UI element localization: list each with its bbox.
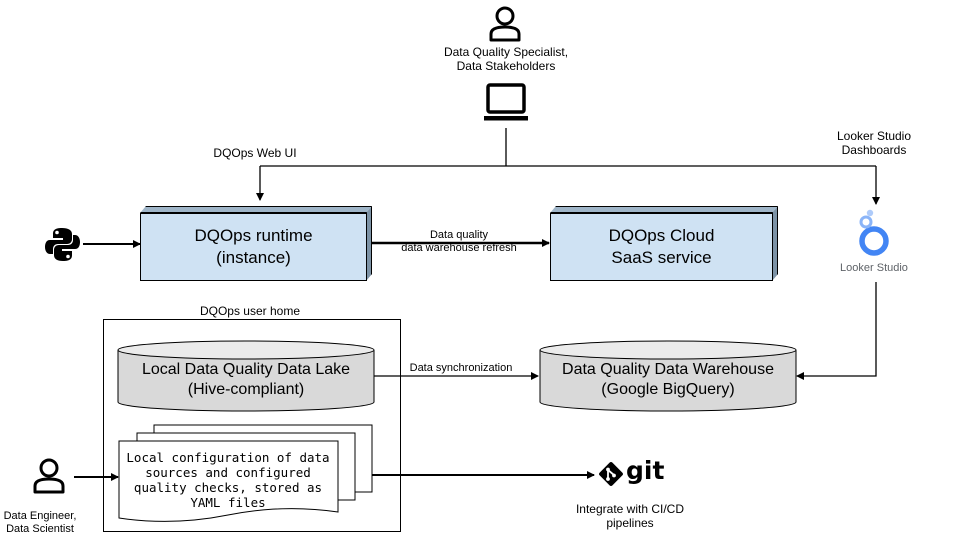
cloud-subtitle: SaaS service <box>611 248 712 267</box>
looker-to-warehouse-arrow <box>796 282 877 380</box>
local-data-lake-cylinder: Local Data Quality Data Lake (Hive-compl… <box>117 340 375 412</box>
python-icon <box>44 226 81 263</box>
looker-dashboards-label: Looker Studio Dashboards <box>836 129 912 157</box>
warehouse-title: Data Quality Data Warehouse <box>562 361 774 378</box>
user-home-container <box>103 319 401 532</box>
bottom-actor-label: Data Engineer, Data Scientist <box>3 510 77 535</box>
user-home-title: DQOps user home <box>199 304 301 318</box>
lake-subtitle: (Hive-compliant) <box>187 381 305 398</box>
runtime-title: DQOps runtime <box>194 226 313 245</box>
warehouse-subtitle: (Google BigQuery) <box>601 381 735 398</box>
cloud-title: DQOps Cloud <box>608 226 715 245</box>
laptop-icon <box>483 83 529 123</box>
dqops-cloud-box: DQOps Cloud SaaS service <box>550 206 778 281</box>
config-text: Local configuration of data sources and … <box>126 450 330 510</box>
bottom-person-icon <box>32 458 66 494</box>
top-person-icon <box>488 6 522 42</box>
data-warehouse-cylinder: Data Quality Data Warehouse (Google BigQ… <box>539 340 797 412</box>
config-documents: Local configuration of data sources and … <box>118 424 374 526</box>
runtime-subtitle: (instance) <box>216 248 291 267</box>
top-actor-label: Data Quality Specialist, Data Stakeholde… <box>443 45 569 73</box>
git-caption: Integrate with CI/CD pipelines <box>575 502 685 530</box>
git-wordmark: git <box>626 456 665 485</box>
looker-studio-icon <box>854 208 894 260</box>
git-icon <box>598 461 624 487</box>
looker-studio-label: Looker Studio <box>840 262 908 274</box>
sync-label: Data synchronization <box>409 362 513 374</box>
lake-title: Local Data Quality Data Lake <box>141 361 351 378</box>
refresh-label: Data quality data warehouse refresh <box>401 229 517 254</box>
dqops-runtime-box: DQOps runtime (instance) <box>140 206 372 281</box>
web-ui-label: DQOps Web UI <box>213 146 297 160</box>
